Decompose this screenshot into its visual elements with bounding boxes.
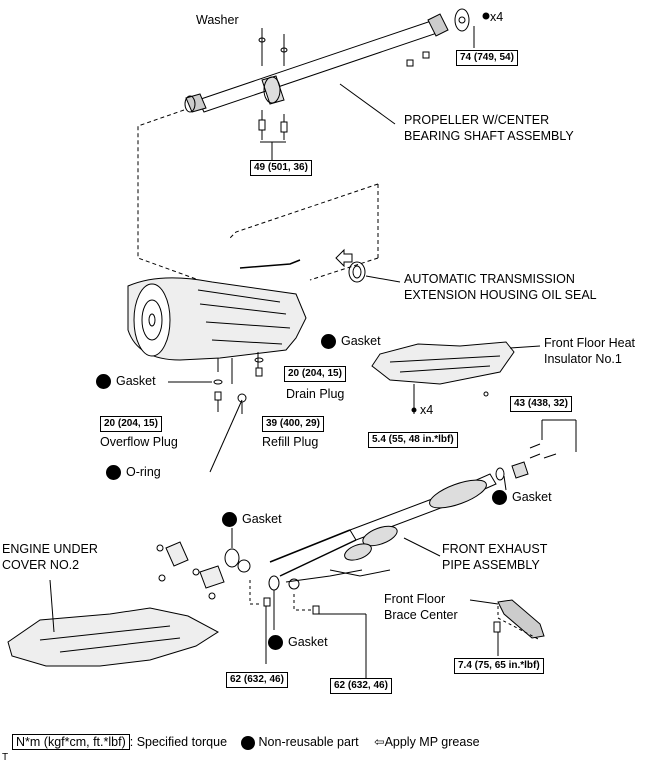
propeller-shaft <box>184 8 490 113</box>
engine-cover-label-line2: COVER NO.2 <box>2 558 80 572</box>
oil-seal-label-line2: EXTENSION HOUSING OIL SEAL <box>404 288 597 302</box>
heat-insulator-label-line1: Front Floor Heat <box>544 336 636 350</box>
grease-arrow-icon <box>335 248 353 268</box>
torque-5-4: 5.4 (55, 48 in.*lbf) <box>368 432 458 448</box>
gasket-lower-label: Gasket <box>268 635 328 651</box>
torque-7-4: 7.4 (75, 65 in.*lbf) <box>454 658 544 674</box>
gasket-drain-label: Gasket <box>321 334 381 350</box>
washer-label: Washer <box>196 13 239 27</box>
torque-43: 43 (438, 32) <box>510 396 572 412</box>
exhaust-label-line1: FRONT EXHAUST <box>442 542 548 556</box>
torque-62-a: 62 (632, 46) <box>226 672 288 688</box>
oil-seal <box>348 261 366 283</box>
torque-74: 74 (749, 54) <box>456 50 518 66</box>
legend-torque-desc: : Specified torque <box>129 735 228 749</box>
torque-20-drain: 20 (204, 15) <box>284 366 346 382</box>
transmission <box>127 259 307 384</box>
gasket-lower-text: Gasket <box>288 635 328 649</box>
legend: N*m (kgf*cm, ft.*lbf): Specified torque … <box>12 734 480 750</box>
gasket-front-left-text: Gasket <box>242 512 282 526</box>
gasket-rear-text: Gasket <box>512 490 552 504</box>
nonreusable-icon <box>96 374 111 390</box>
exhaust-label-line2: PIPE ASSEMBLY <box>442 558 540 572</box>
heat-insulator-label-line2: Insulator No.1 <box>544 352 622 366</box>
brace-label-line1: Front Floor <box>384 592 446 606</box>
nonreusable-icon <box>222 512 237 528</box>
torque-62-b: 62 (632, 46) <box>330 678 392 694</box>
gasket-overflow-label: Gasket <box>96 374 156 390</box>
qty-label-insulator: x4 <box>420 403 434 417</box>
legend-nonreusable-text: Non-reusable part <box>258 735 359 749</box>
engine-under-cover <box>7 607 219 667</box>
nonreusable-icon <box>492 490 507 506</box>
legend-grease-arrow-icon: ⇦ <box>374 735 385 749</box>
nonreusable-icon <box>106 465 121 481</box>
washers <box>258 28 430 160</box>
engine-cover-label-line1: ENGINE UNDER <box>2 542 98 556</box>
drain-plug-label: Drain Plug <box>286 387 345 401</box>
gasket-overflow-text: Gasket <box>116 374 156 388</box>
cover-brackets <box>156 541 225 600</box>
gasket-drain-text: Gasket <box>341 334 381 348</box>
gasket-rear-label: Gasket <box>492 490 552 506</box>
legend-torque-box: N*m (kgf*cm, ft.*lbf) <box>12 734 130 750</box>
oil-seal-label-line1: AUTOMATIC TRANSMISSION <box>404 272 575 286</box>
heat-insulator <box>371 341 515 385</box>
o-ring-text: O-ring <box>126 465 161 479</box>
corner-mark: T <box>2 752 9 763</box>
gasket-front-left-label: Gasket <box>222 512 282 528</box>
legend-nonreusable-icon <box>240 735 255 750</box>
brace-label-line2: Brace Center <box>384 608 458 622</box>
refill-plug-label: Refill Plug <box>262 435 319 449</box>
propeller-label-line2: BEARING SHAFT ASSEMBLY <box>404 129 574 143</box>
o-ring-label: O-ring <box>106 465 161 481</box>
qty-label-top: x4 <box>490 10 504 24</box>
torque-49: 49 (501, 36) <box>250 160 312 176</box>
torque-20-overflow: 20 (204, 15) <box>100 416 162 432</box>
torque-39: 39 (400, 29) <box>262 416 324 432</box>
floor-brace <box>497 599 545 639</box>
nonreusable-icon <box>321 334 336 350</box>
overflow-plug-label: Overflow Plug <box>100 435 178 449</box>
exhaust-pipe <box>237 473 497 590</box>
legend-grease-text: Apply MP grease <box>384 735 480 749</box>
connection-dash <box>137 109 379 293</box>
nonreusable-icon <box>268 635 283 651</box>
propeller-label-line1: PROPELLER W/CENTER <box>404 113 550 127</box>
